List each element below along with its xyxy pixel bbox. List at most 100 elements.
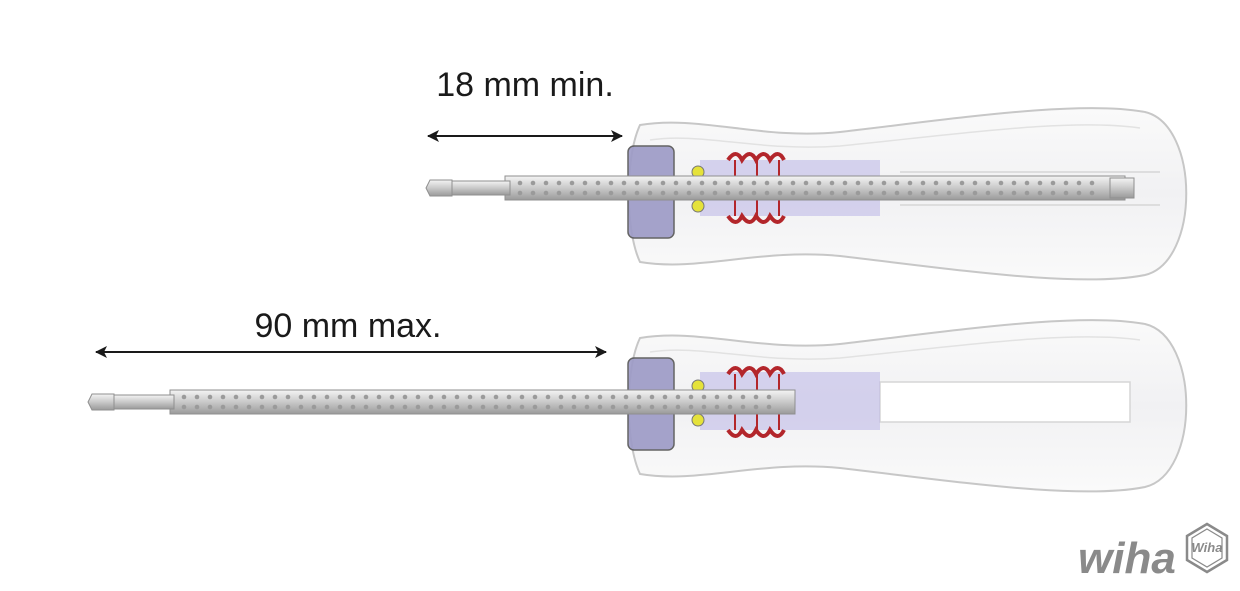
blade-bottom-hole <box>636 394 642 400</box>
blade-top-hole <box>868 190 874 196</box>
blade-top-hole <box>777 180 783 186</box>
blade-bottom-hole <box>194 394 200 400</box>
blade-top-hole <box>1063 190 1069 196</box>
blade-bottom-hole <box>246 404 252 410</box>
blade-bottom-hole <box>207 404 213 410</box>
blade-bottom-hole <box>701 394 707 400</box>
blade-top-hole <box>764 180 770 186</box>
blade-bottom-hole <box>311 404 317 410</box>
blade-bottom-hole <box>649 394 655 400</box>
blade-top-hole <box>855 190 861 196</box>
blade-bottom-hole <box>688 394 694 400</box>
blade-top-hole <box>1063 180 1069 186</box>
blade-bottom-hole <box>584 404 590 410</box>
blade-bottom-hole <box>428 394 434 400</box>
blade-bottom-hole <box>441 404 447 410</box>
blade-bottom-hole <box>402 394 408 400</box>
blade-bottom-hole <box>519 394 525 400</box>
blade-bottom-hole <box>272 394 278 400</box>
blade-top-hole <box>517 190 523 196</box>
blade-bottom-hole <box>597 394 603 400</box>
blade-bottom-hole <box>506 404 512 410</box>
label-max: 90 mm max. <box>254 307 441 345</box>
blade-top-hole <box>738 190 744 196</box>
blade-bottom-hole <box>753 404 759 410</box>
blade-bottom-hole <box>298 394 304 400</box>
blade-bottom-hole <box>675 404 681 410</box>
blade-top-hole <box>1076 190 1082 196</box>
blade-bottom-hole <box>532 394 538 400</box>
blade-bottom-hole <box>584 394 590 400</box>
blade-bottom-hole <box>285 394 291 400</box>
blade-top-hole <box>829 180 835 186</box>
blade-bottom-hole <box>597 404 603 410</box>
blade-bottom-hole <box>480 404 486 410</box>
blade-bottom-hole <box>272 404 278 410</box>
blade-bottom-hole <box>324 394 330 400</box>
blade-bottom-hole <box>441 394 447 400</box>
blade-bottom-hole <box>662 404 668 410</box>
blade-top-hole <box>1076 180 1082 186</box>
logo-badge-icon: Wiha <box>1185 522 1229 574</box>
blade-top-hole <box>985 180 991 186</box>
blade-top-hole <box>972 190 978 196</box>
blade-holes-top <box>517 180 1095 196</box>
blade-bottom-hole <box>727 394 733 400</box>
blade-bottom-hole <box>285 404 291 410</box>
blade-top-hole <box>1024 180 1030 186</box>
blade-top-hole <box>998 190 1004 196</box>
blade-top-hole <box>1089 190 1095 196</box>
blade-bottom-hole <box>623 404 629 410</box>
blade-top-hole <box>1037 190 1043 196</box>
blade-top-hole <box>868 180 874 186</box>
blade-bottom-hole <box>727 404 733 410</box>
blade-top-hole <box>660 190 666 196</box>
blade-top-hole <box>842 190 848 196</box>
blade-bottom-hole <box>324 404 330 410</box>
tip-shaft-bottom <box>111 394 175 410</box>
tip-top <box>425 179 453 197</box>
blade-bottom-hole <box>259 394 265 400</box>
blade-bottom-hole <box>389 404 395 410</box>
blade-top-hole <box>1050 190 1056 196</box>
blade-top-hole <box>595 180 601 186</box>
blade-bottom-hole <box>207 394 213 400</box>
blade-bottom-hole <box>571 394 577 400</box>
blade-bottom-hole <box>428 404 434 410</box>
blade-top-hole <box>881 180 887 186</box>
blade-top-hole <box>855 180 861 186</box>
blade-bottom-hole <box>402 404 408 410</box>
blade-bottom-hole <box>766 394 772 400</box>
blade-bottom-hole <box>558 404 564 410</box>
blade-bottom-hole <box>246 394 252 400</box>
blade-top-hole <box>569 180 575 186</box>
screwdriver-bottom <box>87 319 1188 493</box>
blade-bottom-hole <box>753 394 759 400</box>
wiha-logo: wiha Wiha <box>1078 522 1229 583</box>
blade-holes-bottom <box>181 394 772 410</box>
blade-top-hole <box>907 190 913 196</box>
blade-top-hole <box>894 180 900 186</box>
blade-top-hole <box>933 190 939 196</box>
blade-bottom-hole <box>259 404 265 410</box>
blade-bottom-hole <box>480 394 486 400</box>
blade-bottom-hole <box>233 404 239 410</box>
blade-top-hole <box>686 190 692 196</box>
blade-bottom-hole <box>350 404 356 410</box>
blade-top-hole <box>543 180 549 186</box>
blade-top-hole <box>582 180 588 186</box>
blade-top-hole <box>751 190 757 196</box>
blade-bottom-hole <box>545 394 551 400</box>
blade-bottom-hole <box>688 404 694 410</box>
blade-top-hole <box>673 180 679 186</box>
tip-shaft-top <box>449 180 511 196</box>
blade-top-hole <box>777 190 783 196</box>
screwdriver-top <box>425 107 1188 281</box>
blade-bottom-hole <box>467 404 473 410</box>
blade-bottom-hole <box>558 394 564 400</box>
blade-bottom-hole <box>675 394 681 400</box>
ball-bottom-2 <box>691 413 705 427</box>
blade-top-hole <box>842 180 848 186</box>
blade-bottom-hole <box>519 404 525 410</box>
